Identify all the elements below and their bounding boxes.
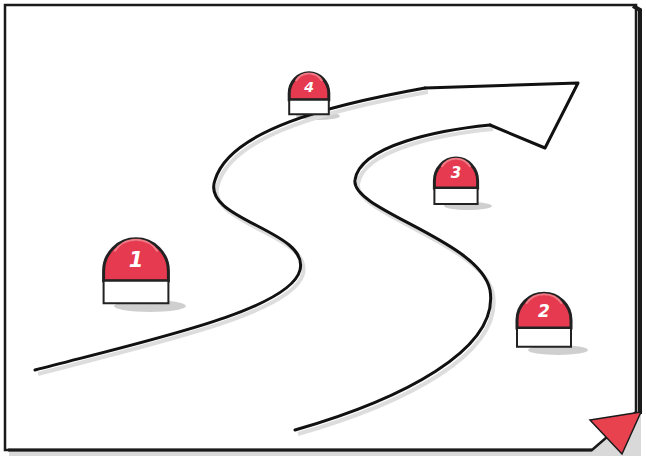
callout-number: 1	[100, 250, 172, 271]
road-arrowhead	[425, 83, 578, 148]
milestone-marker: 1	[100, 236, 172, 306]
milestone-marker: 4	[287, 71, 331, 116]
callout-number: 4	[287, 80, 331, 94]
paper-sheet	[5, 5, 636, 450]
marker-shape	[100, 236, 172, 306]
paper-edge	[633, 6, 640, 414]
marker-shape	[432, 156, 480, 206]
milestone-marker: 3	[432, 156, 480, 206]
marker-shape	[514, 291, 574, 349]
callout-number: 3	[432, 166, 480, 181]
paper-edge	[8, 449, 592, 452]
milestone-marker: 2	[514, 291, 574, 349]
road-line	[295, 125, 491, 430]
paper-curl	[590, 412, 641, 454]
callout-number: 2	[514, 303, 574, 320]
road-line	[35, 88, 425, 370]
